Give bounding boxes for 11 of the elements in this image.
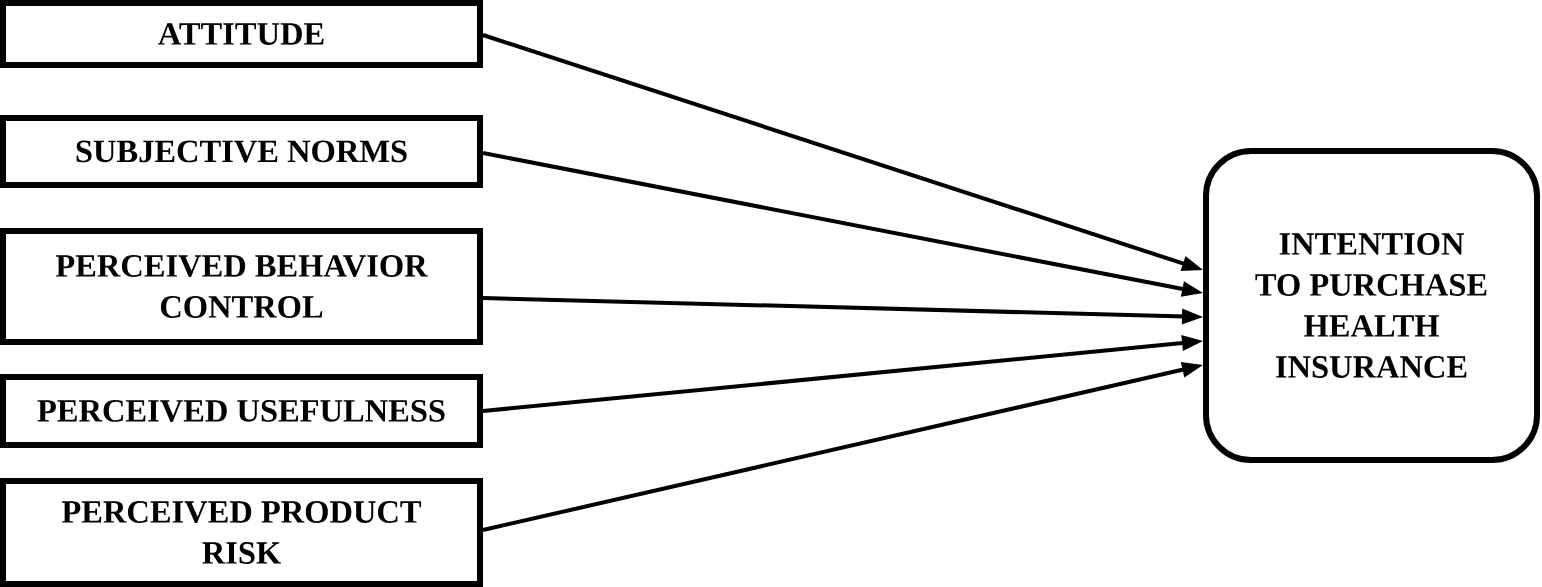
outcome-box: INTENTION TO PURCHASE HEALTH INSURANCE (1203, 148, 1540, 463)
arrow (482, 361, 1203, 532)
factor-box: PERCEIVED BEHAVIOR CONTROL (0, 228, 483, 345)
factor-box: PERCEIVED PRODUCT RISK (0, 478, 483, 587)
arrow (482, 151, 1203, 297)
factor-box: ATTITUDE (0, 0, 483, 68)
factor-box: SUBJECTIVE NORMS (0, 115, 483, 188)
arrow (482, 296, 1203, 325)
arrow (482, 335, 1203, 413)
arrow (482, 33, 1203, 272)
factor-box: PERCEIVED USEFULNESS (0, 374, 483, 448)
